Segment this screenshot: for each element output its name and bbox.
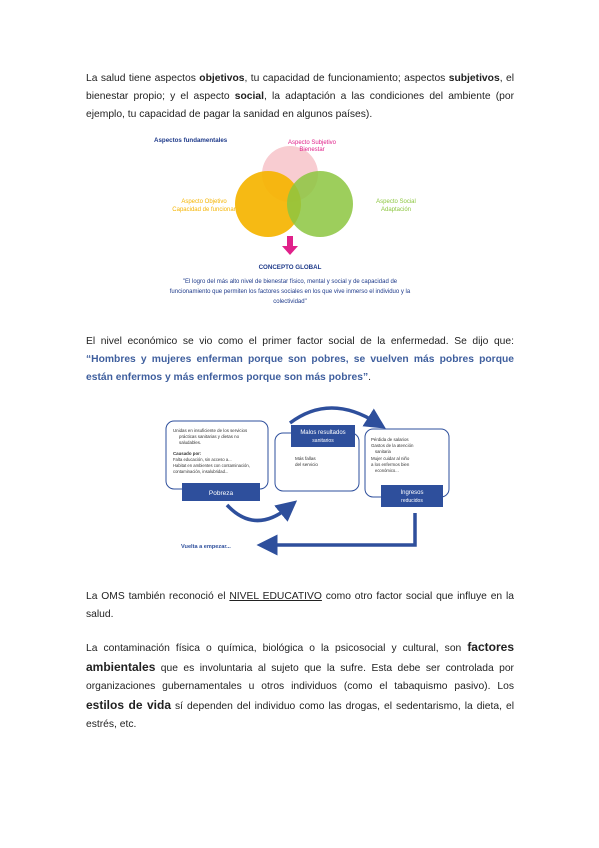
- mid-title-2: sanitarios: [312, 438, 334, 444]
- subjective-label-2: Bienestar: [299, 147, 324, 153]
- box3-line-4: Mujer cuidar al niño: [371, 456, 410, 461]
- pobreza-box: [182, 483, 260, 501]
- pobreza-label: Pobreza: [209, 490, 234, 497]
- box1-sub-4: contaminación, insalubridad...: [173, 469, 228, 474]
- poverty-quote: “Hombres y mujeres enferman porque son p…: [86, 354, 514, 383]
- mid-title-1: Malos resultados: [300, 430, 345, 436]
- social-label-1: Aspecto Social: [376, 199, 416, 205]
- concept-line-2: funcionamiento que permiten los factores…: [170, 289, 411, 295]
- box3-line-6: económico...: [375, 468, 399, 473]
- concept-line-1: "El logro del más alto nivel de bienesta…: [183, 279, 398, 285]
- concept-title: CONCEPTO GLOBAL: [259, 264, 322, 271]
- box1-line-3: saludables.: [179, 440, 201, 445]
- box3-line-3: sanitaria: [375, 449, 391, 454]
- paragraph-education: La OMS también reconoció el NIVEL EDUCAT…: [86, 591, 514, 620]
- education-level-term: NIVEL EDUCATIVO: [229, 591, 322, 602]
- environmental-factors-term: factores ambientales: [86, 640, 514, 674]
- paragraph-health-aspects: La salud tiene aspectos objetivos, tu ca…: [86, 73, 515, 120]
- bottom-cycle-arrow: [225, 500, 298, 523]
- ingresos-label-2: reducidos: [401, 498, 423, 504]
- down-arrow-icon: [282, 236, 298, 255]
- lifestyle-term: estilos de vida: [86, 698, 172, 712]
- venn-diagram: Aspectos fundamentales Aspecto Subjetivo…: [154, 137, 416, 305]
- box1-sub-1: Causado por:: [173, 451, 202, 456]
- objective-label-1: Aspecto Objetivo: [181, 199, 227, 205]
- paragraph-environment: La contaminación física o química, bioló…: [86, 640, 514, 730]
- ingresos-label-1: Ingresos: [400, 490, 423, 496]
- mid-line-1: Más fallas: [295, 456, 316, 461]
- return-arrow: [256, 513, 417, 556]
- box3-line-5: a los enfermos bien: [371, 462, 410, 467]
- box3-line-2: Gastos de la atención: [371, 443, 414, 448]
- malos-resultados-box: [291, 425, 355, 447]
- ingresos-box: [381, 485, 443, 507]
- subjective-label-1: Aspecto Subjetivo: [288, 140, 337, 146]
- restart-label: Vuelta a empezar...: [181, 544, 231, 550]
- social-circle: [287, 171, 353, 237]
- concept-line-3: colectividad": [273, 299, 306, 305]
- box1-line-2: prácticas sanitarias y dietas no: [179, 434, 240, 439]
- box1-sub-3: Habitat en ambientes con contaminación,: [173, 463, 250, 468]
- objective-label-2: Capacidad de funcionar: [172, 207, 235, 213]
- social-label-2: Adaptación: [381, 207, 411, 213]
- box3-line-1: Pérdida de salarios: [371, 437, 409, 442]
- box1-sub-2: Falta educación, sin acceso a...: [173, 457, 232, 462]
- poverty-cycle-diagram: Unidas en insuficiente de los servicios …: [165, 406, 450, 556]
- venn-heading: Aspectos fundamentales: [154, 137, 228, 144]
- top-cycle-arrow: [288, 406, 386, 429]
- paragraph-economic-factor: El nivel económico se vio como el primer…: [86, 336, 514, 383]
- mid-line-2: del servicio: [295, 462, 318, 467]
- box1-line-1: Unidas en insuficiente de los servicios: [173, 428, 248, 433]
- objective-circle: [235, 171, 301, 237]
